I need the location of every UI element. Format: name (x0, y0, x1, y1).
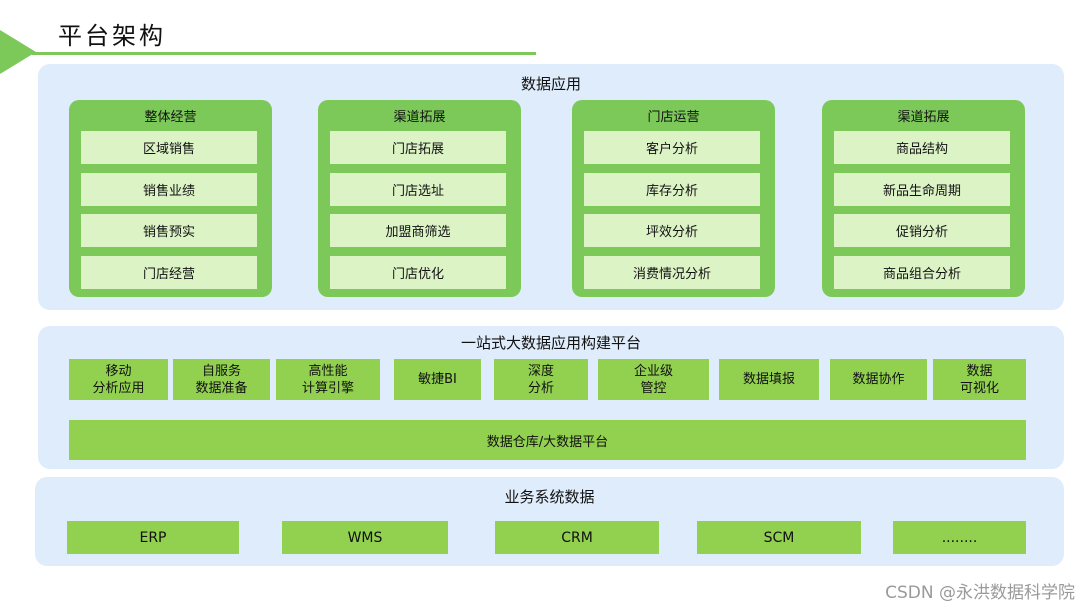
card-item: 销售预实 (81, 214, 257, 247)
card-item: 门店优化 (330, 256, 506, 289)
business-system-erp: ERP (67, 521, 239, 554)
app-card-channel-expansion: 渠道拓展 门店拓展 门店选址 加盟商筛选 门店优化 (318, 100, 521, 297)
title-triangle-icon (0, 30, 36, 74)
platform-module: 数据 可视化 (933, 359, 1026, 400)
title-underline (32, 52, 536, 55)
card-item: 门店选址 (330, 173, 506, 206)
business-system-crm: CRM (495, 521, 659, 554)
page-title: 平台架构 (58, 22, 166, 50)
business-panel: 业务系统数据 ERP WMS CRM SCM ........ (35, 477, 1064, 566)
platform-panel: 一站式大数据应用构建平台 移动 分析应用 自服务 数据准备 高性能 计算引擎 敏… (38, 326, 1064, 469)
business-title: 业务系统数据 (504, 488, 595, 506)
card-item: 门店经营 (81, 256, 257, 289)
card-item: 门店拓展 (330, 131, 506, 164)
platform-module: 高性能 计算引擎 (276, 359, 380, 400)
card-item: 客户分析 (584, 131, 760, 164)
platform-module: 企业级 管控 (598, 359, 709, 400)
data-apps-panel: 数据应用 整体经营 区域销售 销售业绩 销售预实 门店经营 渠道拓展 门店拓展 … (38, 64, 1064, 310)
platform-module: 数据填报 (719, 359, 819, 400)
card-title: 门店运营 (647, 110, 700, 125)
platform-title: 一站式大数据应用构建平台 (460, 334, 641, 352)
card-item: 销售业绩 (81, 173, 257, 206)
platform-module: 敏捷BI (394, 359, 481, 400)
card-title: 整体经营 (144, 110, 197, 125)
platform-module: 自服务 数据准备 (173, 359, 270, 400)
watermark: CSDN @永洪数据科学院 (885, 583, 1075, 603)
app-card-channel-expansion-2: 渠道拓展 商品结构 新品生命周期 促销分析 商品组合分析 (822, 100, 1025, 297)
card-item: 商品组合分析 (834, 256, 1010, 289)
platform-module: 深度 分析 (494, 359, 588, 400)
app-card-store-operation: 门店运营 客户分析 库存分析 坪效分析 消费情况分析 (572, 100, 775, 297)
platform-module: 移动 分析应用 (69, 359, 168, 400)
card-item: 库存分析 (584, 173, 760, 206)
platform-module: 数据协作 (830, 359, 927, 400)
card-item: 坪效分析 (584, 214, 760, 247)
card-title: 渠道拓展 (393, 110, 446, 125)
card-item: 加盟商筛选 (330, 214, 506, 247)
card-item: 新品生命周期 (834, 173, 1010, 206)
card-item: 商品结构 (834, 131, 1010, 164)
app-card-overall-operation: 整体经营 区域销售 销售业绩 销售预实 门店经营 (69, 100, 272, 297)
business-system-more: ........ (893, 521, 1026, 554)
card-item: 促销分析 (834, 214, 1010, 247)
data-warehouse-bar: 数据仓库/大数据平台 (69, 420, 1026, 460)
card-title: 渠道拓展 (897, 110, 950, 125)
data-apps-title: 数据应用 (520, 75, 581, 93)
business-system-scm: SCM (697, 521, 861, 554)
business-system-wms: WMS (282, 521, 448, 554)
card-item: 区域销售 (81, 131, 257, 164)
card-item: 消费情况分析 (584, 256, 760, 289)
